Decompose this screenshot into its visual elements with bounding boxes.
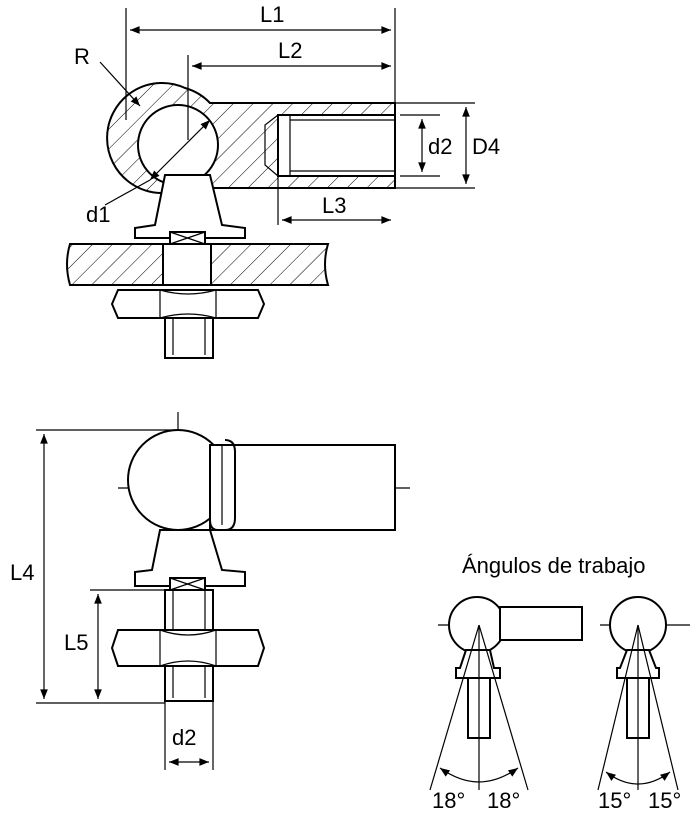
label-L3: L3 — [322, 193, 346, 218]
ball — [137, 104, 219, 186]
top-dimensions: L1 L2 L3 d2 D4 R d1 — [74, 2, 500, 227]
stud-neck — [134, 174, 246, 239]
label-d2-bottom: d2 — [172, 725, 196, 750]
label-L1: L1 — [260, 2, 284, 27]
label-R: R — [74, 44, 90, 69]
label-d1: d1 — [86, 202, 110, 227]
label-D4: D4 — [472, 134, 500, 159]
label-L2: L2 — [278, 38, 302, 63]
label-L4: L4 — [10, 560, 34, 585]
angles-title: Ángulos de trabajo — [462, 553, 645, 578]
angle-left-a: 18° — [432, 788, 465, 813]
label-d2-top: d2 — [428, 134, 452, 159]
front-dimensions: L4 L5 d2 — [10, 429, 214, 770]
angle-right-b: 15° — [648, 788, 681, 813]
threaded-bore — [277, 114, 396, 177]
angle-view-right: 15° 15° — [597, 596, 690, 813]
hex-nut — [110, 289, 266, 319]
angle-left-b: 18° — [487, 788, 520, 813]
front-view — [110, 412, 410, 702]
angle-view-left: 18° 18° — [429, 596, 583, 813]
angle-right-a: 15° — [598, 788, 631, 813]
label-L5: L5 — [64, 630, 88, 655]
